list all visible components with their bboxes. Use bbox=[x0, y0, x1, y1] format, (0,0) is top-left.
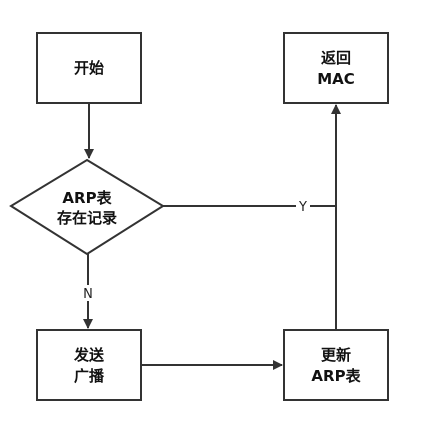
no-label: N bbox=[83, 287, 93, 302]
yes-label-bg bbox=[296, 199, 310, 214]
no-label-bg bbox=[80, 285, 96, 301]
start-label: 开始 bbox=[74, 59, 104, 77]
return-mac-node bbox=[283, 32, 389, 104]
update-table-label-line1: 更新 bbox=[321, 346, 351, 364]
decision-node bbox=[9, 158, 165, 256]
return-mac-label-line1: 返回 bbox=[321, 49, 351, 67]
return-mac-label-line2: MAC bbox=[317, 70, 355, 88]
update-table-node bbox=[283, 329, 389, 401]
yes-label: Y bbox=[298, 200, 307, 215]
update-table-label-line2: ARP表 bbox=[311, 367, 361, 385]
decision-label-line2: 存在记录 bbox=[57, 209, 117, 227]
send-broadcast-node bbox=[36, 329, 142, 401]
send-broadcast-label-line2: 广播 bbox=[74, 367, 105, 385]
start-node bbox=[36, 32, 142, 104]
send-broadcast-label-line1: 发送 bbox=[73, 346, 105, 364]
decision-label-line1: ARP表 bbox=[62, 189, 112, 207]
